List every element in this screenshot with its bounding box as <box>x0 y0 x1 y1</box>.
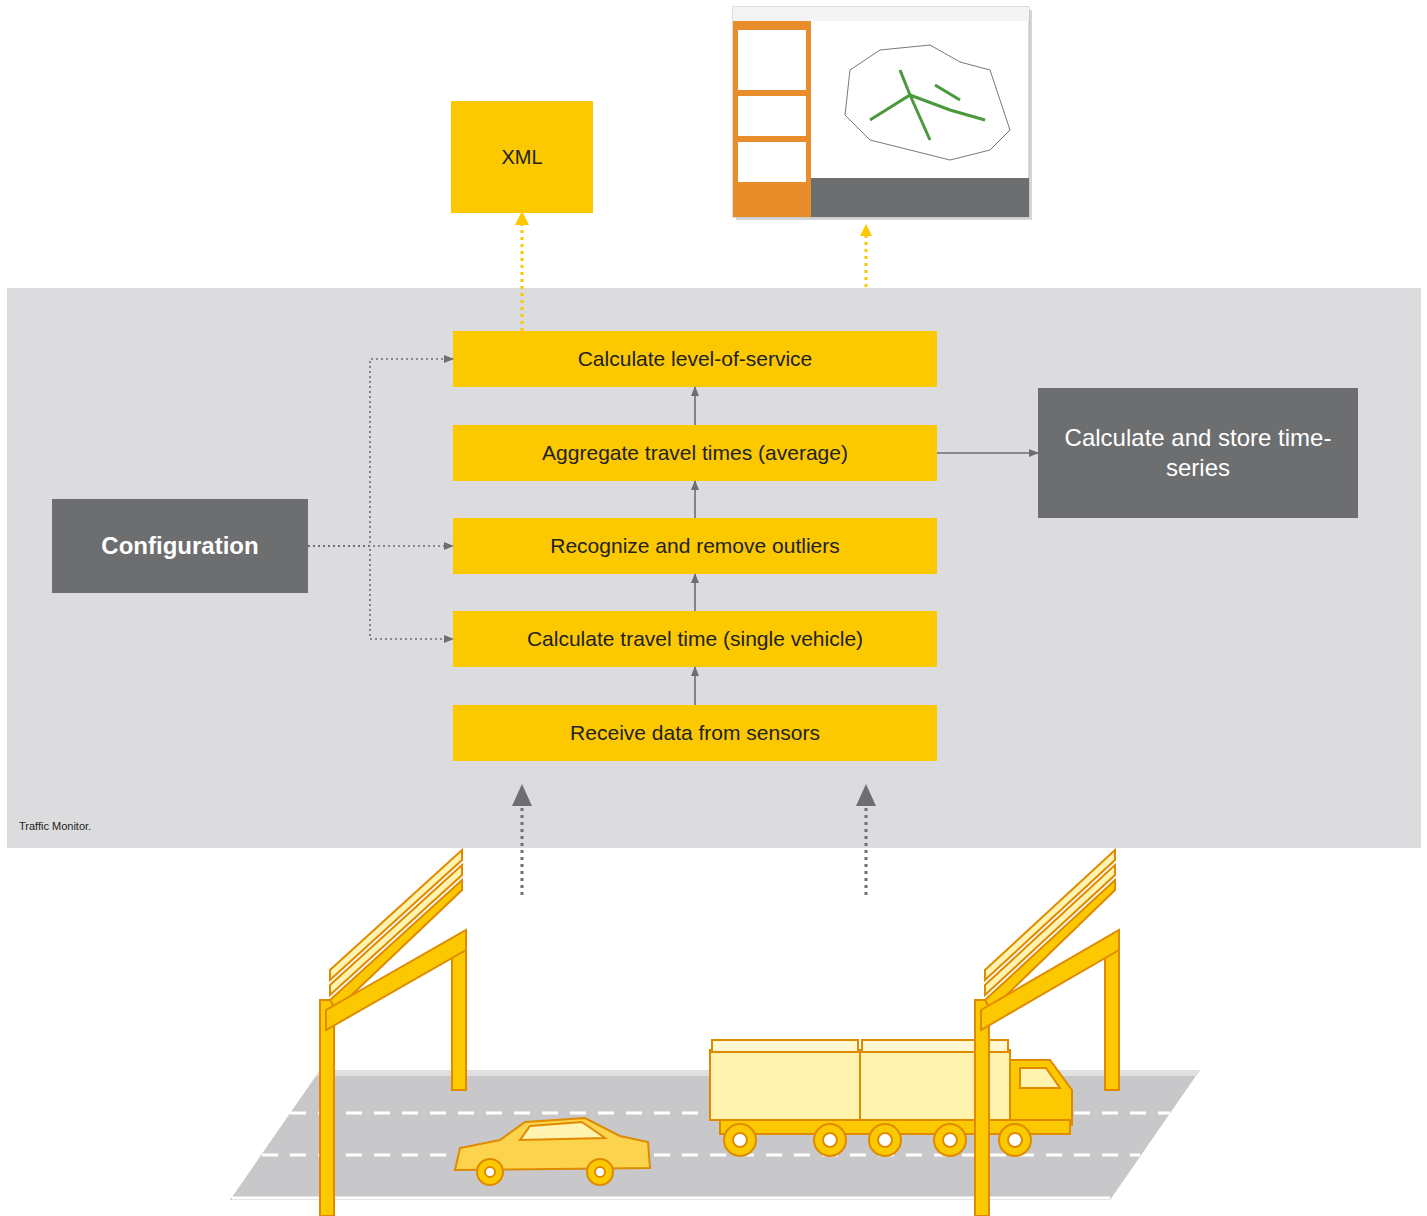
sensor-gantry <box>320 850 466 1216</box>
node-text: Calculate travel time (single vehicle) <box>527 626 863 652</box>
sensor-arrow <box>865 788 868 895</box>
truck <box>710 1040 1072 1156</box>
node-text: Receive data from sensors <box>570 720 820 746</box>
config-box: Configuration <box>52 499 308 593</box>
process-box: Aggregate travel times (average) <box>453 425 937 481</box>
sensor-gantry <box>975 850 1119 1216</box>
process-box: Recognize and remove outliers <box>453 518 937 574</box>
system-band: Traffic Monitor. Calculate level-of-servi… <box>7 288 1421 848</box>
process-box: Receive data from sensors <box>453 705 937 761</box>
node-text: Calculate and store time-series <box>1048 423 1348 483</box>
connector <box>308 546 453 639</box>
node-text: XML <box>501 145 542 170</box>
connector <box>308 545 453 547</box>
connector <box>694 387 696 425</box>
output-box: XML <box>451 101 593 213</box>
band-label: Traffic Monitor. <box>19 820 91 834</box>
process-box: Calculate travel time (single vehicle) <box>453 611 937 667</box>
connector <box>937 452 1038 454</box>
arrowhead <box>856 784 876 806</box>
arrowhead <box>512 784 532 806</box>
process-box: Calculate level-of-service <box>453 331 937 387</box>
screenshot <box>733 7 1032 220</box>
node-text: Configuration <box>101 531 258 561</box>
sensor-arrow <box>521 788 524 895</box>
node-text: Calculate level-of-service <box>578 346 813 372</box>
storage-box: Calculate and store time-series <box>1038 388 1358 518</box>
connector <box>694 574 696 611</box>
connector <box>308 359 453 546</box>
car <box>455 1118 650 1185</box>
node-text: Recognize and remove outliers <box>550 533 840 559</box>
connector <box>694 481 696 518</box>
connector <box>521 213 524 331</box>
connector <box>694 667 696 705</box>
node-text: Aggregate travel times (average) <box>542 440 848 466</box>
